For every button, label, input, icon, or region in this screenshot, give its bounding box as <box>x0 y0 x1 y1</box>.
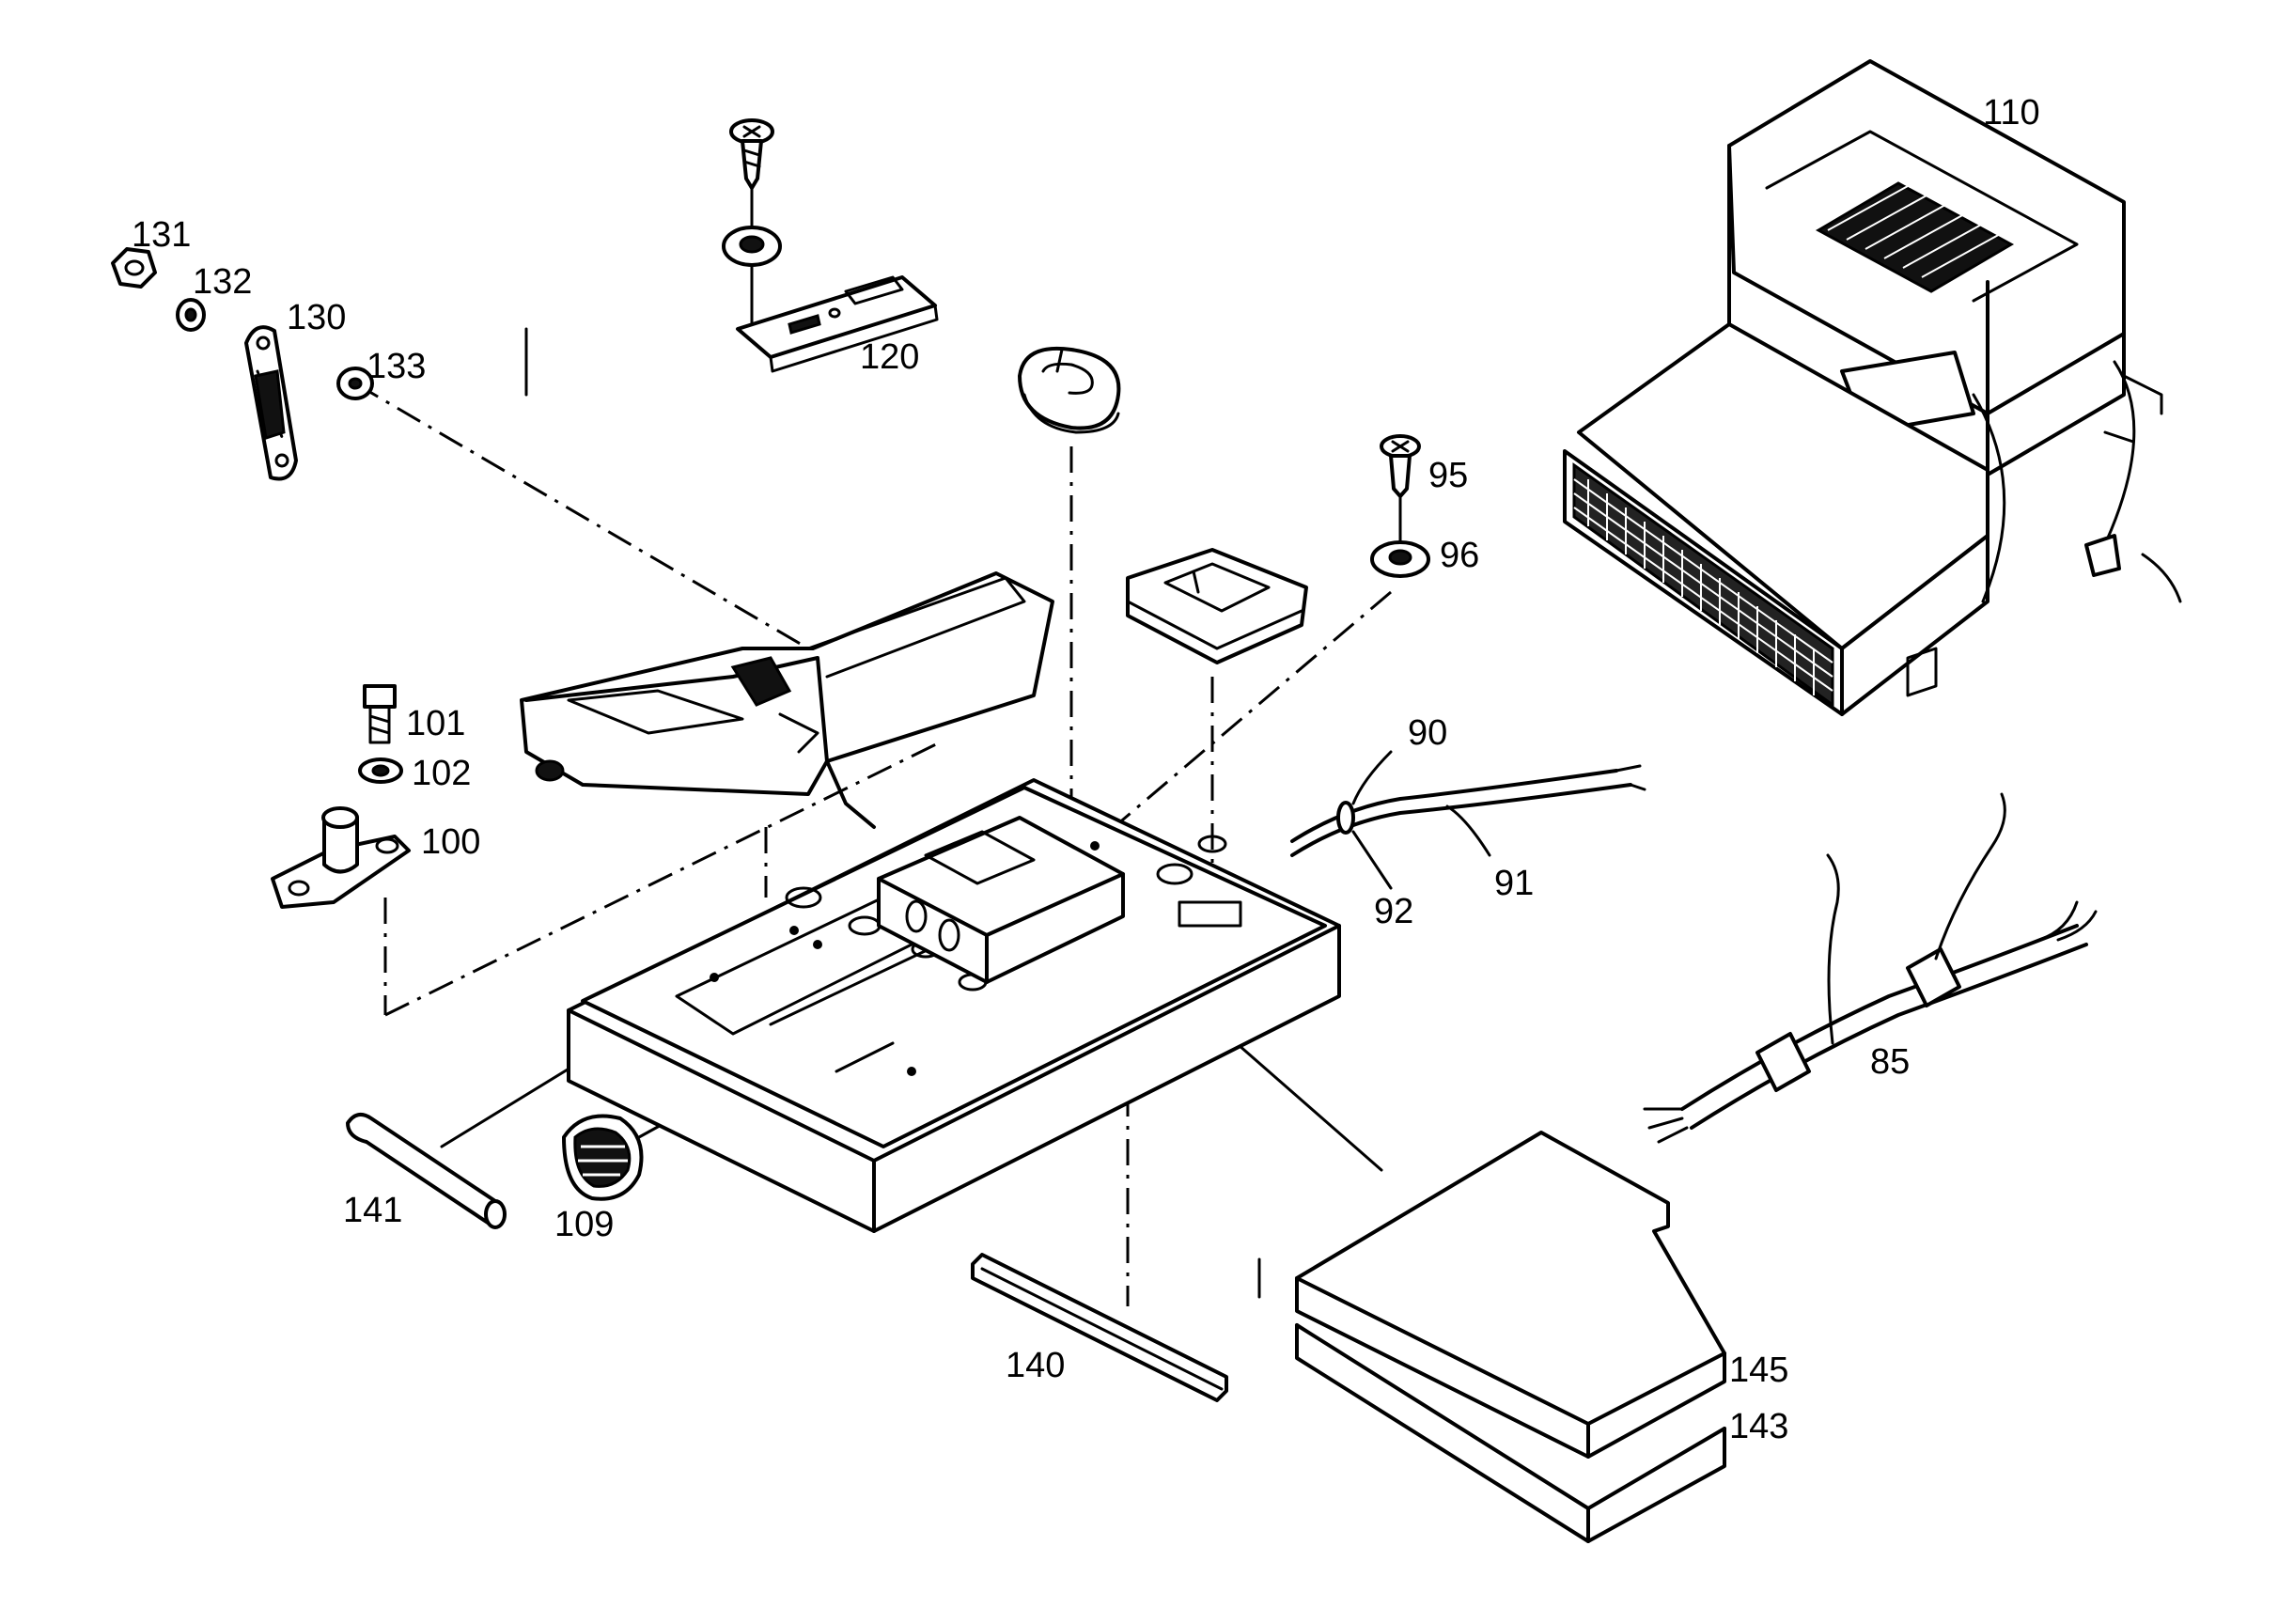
part-130-strap <box>244 325 298 481</box>
callout-95: 95 <box>1428 456 1468 495</box>
part-101-bolt <box>363 684 397 744</box>
part-95-screw <box>1380 434 1421 498</box>
part-110-blower-unit <box>1563 59 2182 716</box>
callout-leaders <box>1351 750 1491 890</box>
front-vent-grille <box>1572 462 1834 708</box>
callout-110: 110 <box>1983 93 2040 133</box>
callout-109: 109 <box>554 1205 614 1244</box>
console-housing <box>520 571 1054 829</box>
callout-labels: 131 132 130 133 120 110 95 96 101 102 10… <box>132 93 2040 1446</box>
part-133-washer <box>336 367 374 400</box>
part-120-washer <box>722 226 782 267</box>
top-vent-grille <box>1815 181 2015 293</box>
callout-133: 133 <box>367 347 426 386</box>
oval-grommet <box>1018 346 1121 434</box>
callout-90: 90 <box>1408 713 1447 753</box>
square-grommet <box>1126 548 1308 664</box>
callout-85: 85 <box>1870 1042 1910 1082</box>
callout-131: 131 <box>132 215 191 255</box>
part-120-plate <box>736 275 939 373</box>
callout-96: 96 <box>1440 536 1479 575</box>
callout-120: 120 <box>860 337 919 377</box>
callout-100: 100 <box>421 822 480 862</box>
part-100-bracket <box>271 806 411 909</box>
base-plate <box>567 778 1341 1233</box>
callout-140: 140 <box>1006 1346 1065 1385</box>
callout-145: 145 <box>1729 1351 1788 1390</box>
part-102-washer <box>358 757 403 784</box>
part-132-washer <box>176 298 206 332</box>
part-96-washer <box>1370 540 1430 578</box>
callout-141: 141 <box>343 1191 402 1230</box>
callout-92: 92 <box>1374 892 1413 931</box>
part-90-cable <box>1290 764 1646 857</box>
part-85-harness <box>1643 792 2098 1144</box>
part-92-tie <box>1336 801 1355 835</box>
callout-102: 102 <box>412 754 471 793</box>
part-109-grille <box>562 1114 644 1201</box>
callout-130: 130 <box>287 298 346 337</box>
part-143-pad <box>1295 1323 1726 1543</box>
callout-101: 101 <box>406 704 465 743</box>
part-120-screw <box>729 118 774 190</box>
callout-132: 132 <box>193 262 252 302</box>
callout-143: 143 <box>1729 1407 1788 1446</box>
part-141-rod <box>346 1113 507 1229</box>
center-block <box>877 816 1125 984</box>
part-140-channel <box>971 1253 1228 1402</box>
part-131-nut <box>111 247 157 289</box>
callout-91: 91 <box>1494 864 1534 903</box>
part-145-pad <box>1295 1131 1726 1459</box>
